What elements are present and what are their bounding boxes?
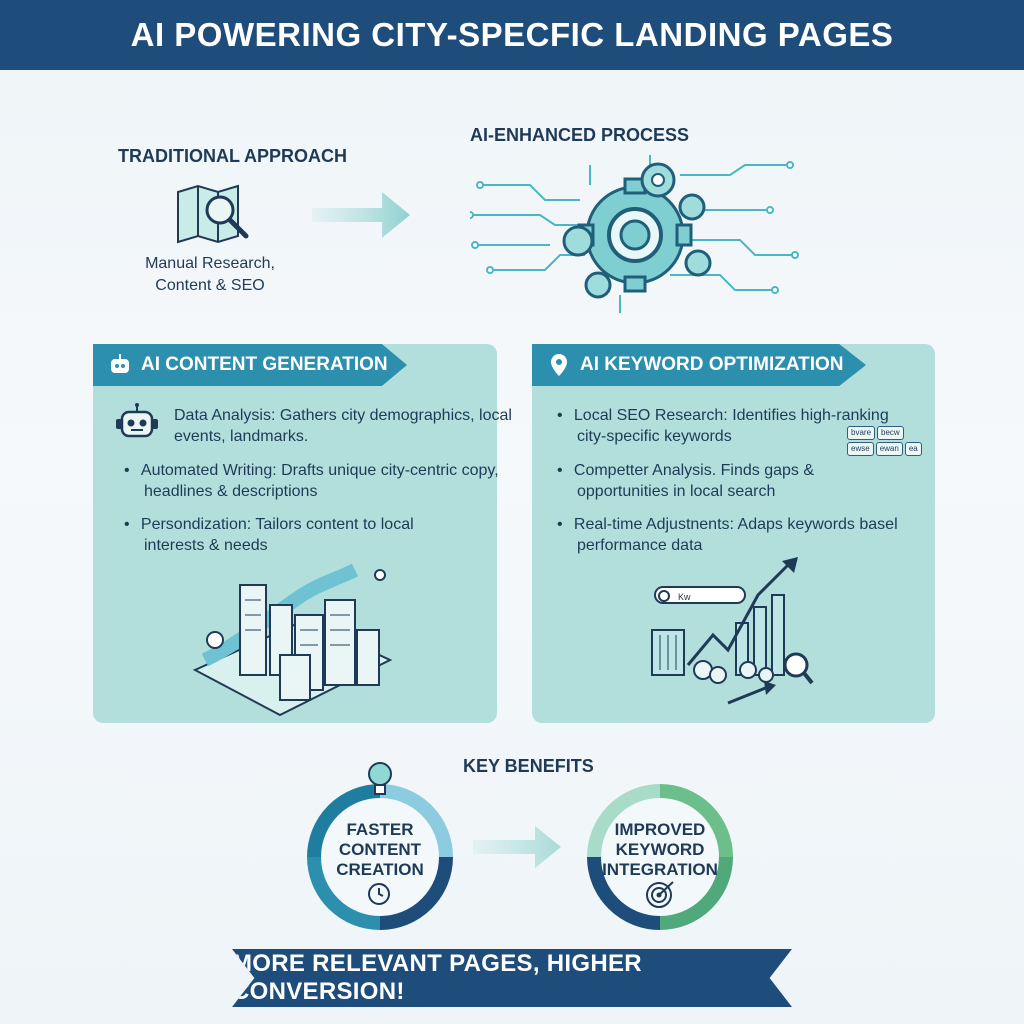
robot-icon: [116, 403, 158, 438]
conclusion-banner-text: MORE RELEVANT PAGES, HIGHER CONVERSION!: [232, 950, 642, 1005]
content-item-1: Data Analysis: Gathers city demographics…: [174, 405, 512, 447]
right-arrow-icon: [312, 192, 410, 238]
title-bar: AI POWERING CITY-SPECFIC LANDING PAGES: [0, 0, 1024, 70]
keyword-item-1-line1: Local SEO Research: Identifies high-rank…: [573, 407, 889, 424]
traditional-caption-line1: Manual Research,: [145, 255, 275, 272]
bullet-dot: •: [557, 407, 563, 424]
keyword-item-1-line2: city-specific keywords: [577, 428, 732, 445]
conclusion-banner: MORE RELEVANT PAGES, HIGHER CONVERSION!: [232, 949, 792, 1007]
bullet-dot: •: [557, 516, 563, 533]
key-benefits-label: KEY BENEFITS: [463, 756, 594, 776]
content-item-1-line1: Data Analysis: Gathers city demographics…: [174, 407, 512, 424]
map-search-icon: [177, 184, 249, 244]
benefits-arrow-icon: [473, 826, 561, 868]
keyword-item-2-line2: opportunities in local search: [577, 483, 776, 500]
content-item-3: • Persondization: Tailors content to loc…: [124, 514, 414, 556]
content-generation-title: AI CONTENT GENERATION: [141, 354, 388, 375]
page-title: AI POWERING CITY-SPECFIC LANDING PAGES: [130, 16, 894, 53]
robot-icon: [111, 354, 129, 373]
content-item-3-line2: interests & needs: [144, 537, 268, 554]
clock-icon: [368, 883, 390, 905]
content-item-3-line1: Persondization: Tailors content to local: [140, 516, 414, 533]
content-item-2: • Automated Writing: Drafts unique city-…: [124, 460, 499, 502]
content-item-2-line2: headlines & descriptions: [144, 483, 318, 500]
traditional-caption: Manual Research, Content & SEO: [120, 253, 300, 297]
bullet-dot: •: [557, 462, 563, 479]
keyword-chip: ewse: [847, 442, 874, 456]
bullet-dot: •: [124, 516, 130, 533]
gear-circuit-icon: [470, 155, 799, 313]
keyword-chip: ewan: [875, 442, 903, 456]
city-illustration-icon: [192, 563, 393, 717]
traditional-approach-label: TRADITIONAL APPROACH: [118, 146, 347, 166]
keyword-item-3-line1: Real-time Adjustnents: Adaps keywords ba…: [573, 516, 898, 533]
faster-line2: CONTENT: [338, 840, 422, 859]
content-item-1-line2: events, landmarks.: [174, 428, 309, 445]
location-pin-icon: [551, 354, 567, 376]
keyword-optimization-header: AI KEYWORD OPTIMIZATION: [532, 344, 866, 386]
improved-line2: KEYWORD: [615, 840, 705, 859]
content-generation-header: AI CONTENT GENERATION: [93, 344, 407, 386]
lightbulb-icon: [368, 762, 392, 795]
keyword-item-2-line1: Competter Analysis. Finds gaps &: [573, 462, 814, 479]
keyword-chip: ea: [904, 442, 922, 456]
traditional-caption-line2: Content & SEO: [155, 277, 265, 294]
growth-chart-icon: [651, 557, 814, 705]
faster-ring: [307, 784, 453, 930]
improved-line3: INTEGRATION: [602, 860, 718, 879]
keyword-chip: becw: [877, 426, 904, 440]
keyword-search-bar: Kw: [654, 586, 746, 604]
keyword-chip: bvare: [847, 426, 876, 440]
ai-process-label: AI-ENHANCED PROCESS: [470, 125, 690, 145]
keyword-item-3-line2: performance data: [577, 537, 703, 554]
faster-line3: CREATION: [336, 860, 424, 879]
bullet-dot: •: [124, 462, 130, 479]
target-icon: [646, 881, 674, 908]
keyword-search-text: Kw: [678, 592, 691, 602]
keyword-optimization-panel: [532, 344, 935, 723]
keyword-item-3: • Real-time Adjustnents: Adaps keywords …: [557, 514, 898, 556]
keyword-item-1: • Local SEO Research: Identifies high-ra…: [557, 405, 889, 447]
improved-line1: IMPROVED: [614, 820, 706, 839]
keyword-item-2: • Competter Analysis. Finds gaps & oppor…: [557, 460, 814, 502]
faster-line1: FASTER: [346, 820, 414, 839]
improved-keyword-integration-text: IMPROVED KEYWORD INTEGRATION: [600, 820, 720, 880]
faster-content-creation-text: FASTER CONTENT CREATION: [320, 820, 440, 880]
content-item-2-line1: Automated Writing: Drafts unique city-ce…: [140, 462, 499, 479]
improved-ring: [587, 784, 733, 930]
keyword-optimization-title: AI KEYWORD OPTIMIZATION: [580, 354, 844, 375]
